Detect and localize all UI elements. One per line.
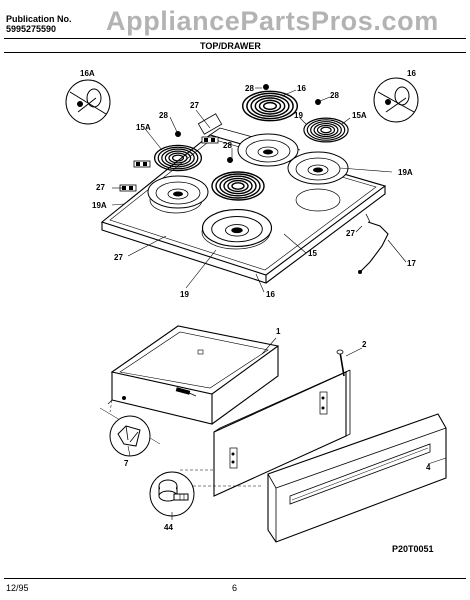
footer-rule <box>4 578 466 579</box>
callout-16a: 16A <box>80 69 95 78</box>
callout-2: 2 <box>362 340 367 349</box>
callout-16-rear: 16 <box>297 84 306 93</box>
inset-drawer-glide <box>99 407 161 457</box>
drip-pan-left-front <box>147 175 209 209</box>
header-rule-bottom <box>4 52 466 53</box>
callout-28-left: 28 <box>159 111 168 120</box>
callout-27-top: 27 <box>190 101 199 110</box>
callout-19a-right: 19A <box>398 168 413 177</box>
callout-27-front: 27 <box>114 253 123 262</box>
page-number: 6 <box>232 583 238 593</box>
callout-28-rear: 28 <box>245 84 254 93</box>
cooktop-callouts: 16A 16 28 16 28 27 28 15A 19 15A 28 19A … <box>80 69 416 299</box>
wire-harness <box>359 221 389 273</box>
inset-drawer-bumper <box>149 471 195 517</box>
watermark: AppliancePartsPros.com <box>106 6 439 36</box>
callout-7: 7 <box>124 459 129 468</box>
callout-27-left: 27 <box>96 183 105 192</box>
surface-element-right <box>303 117 349 143</box>
cooktop-assembly <box>65 77 419 293</box>
publication-number: 5995275590 <box>6 24 57 34</box>
drawer-handle-slot <box>289 443 431 505</box>
callout-44: 44 <box>164 523 173 532</box>
callout-28-right: 28 <box>330 91 339 100</box>
drip-pan-large-front <box>201 209 273 247</box>
callout-17: 17 <box>407 259 416 268</box>
header-rule-top <box>4 38 466 39</box>
callout-19-front: 19 <box>180 290 189 299</box>
callout-4: 4 <box>426 463 431 472</box>
terminal-block-rear <box>201 136 219 144</box>
callout-16-front: 16 <box>266 290 275 299</box>
callout-1: 1 <box>276 327 281 336</box>
callout-15a-right: 15A <box>352 111 367 120</box>
surface-element-rear <box>241 90 299 122</box>
callout-15a-left: 15A <box>136 123 151 132</box>
callout-19-right: 19 <box>294 111 303 120</box>
section-title: TOP/DRAWER <box>200 41 261 51</box>
footer-date: 12/95 <box>6 583 29 593</box>
drip-pan-rear-center <box>237 133 299 167</box>
callout-16-top: 16 <box>407 69 416 78</box>
terminal-block-mid <box>133 160 151 168</box>
publication-label: Publication No. <box>6 14 72 24</box>
callout-19a-left: 19A <box>92 201 107 210</box>
diagram-id: P20T0051 <box>392 544 434 554</box>
callout-28-center: 28 <box>223 141 232 150</box>
drip-pan-right <box>287 151 349 185</box>
callout-27-right: 27 <box>346 229 355 238</box>
drawer-assembly <box>99 325 447 543</box>
callout-15: 15 <box>308 249 317 258</box>
screw <box>339 351 345 377</box>
drawer-front-panel <box>267 413 447 543</box>
drawer-callouts: 1 2 7 4 44 <box>124 327 431 532</box>
